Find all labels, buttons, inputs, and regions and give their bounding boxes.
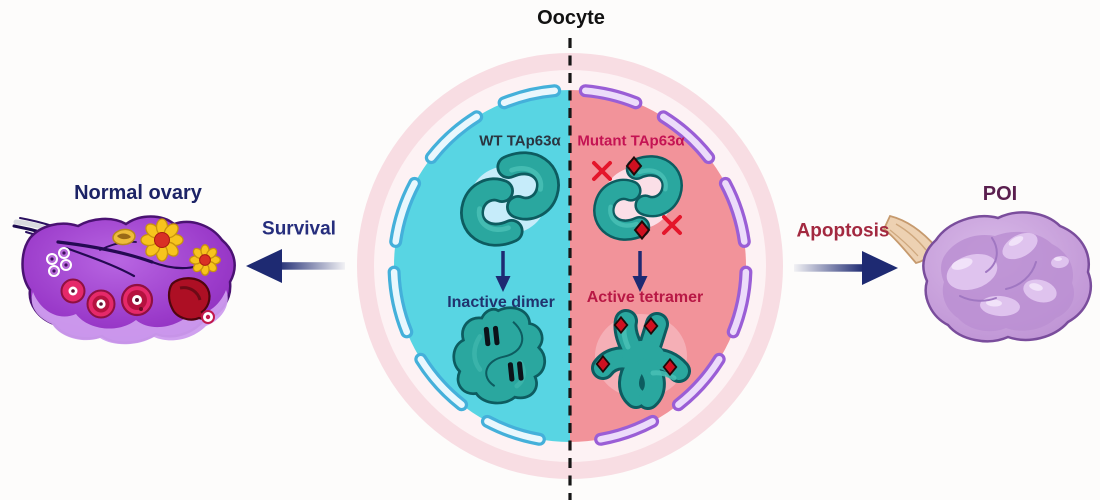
mutation-x-icon [592, 161, 612, 181]
down-arrow-icon [632, 251, 648, 292]
primordial-follicles [46, 247, 72, 277]
wt-protein-label: WT TAp63α [479, 132, 561, 150]
normal-ovary-illustration [12, 215, 236, 345]
oocyte-title: Oocyte [537, 7, 605, 29]
degenerating-follicle-yellow [112, 228, 136, 246]
corpus-luteum-small [189, 244, 221, 276]
corpus-luteum-large [140, 218, 184, 262]
apoptosis-label: Apoptosis [796, 220, 890, 242]
survival-arrow-icon [246, 249, 345, 283]
down-arrow-icon [495, 251, 511, 292]
ovulating-follicle [167, 277, 215, 324]
membrane-segment-purple [578, 84, 753, 446]
poi-ovary-illustration [882, 211, 1093, 343]
poi-label: POI [982, 183, 1018, 205]
growing-follicles [60, 278, 154, 319]
mutation-x-icon [662, 215, 682, 235]
active-tetramer-illustration [591, 309, 691, 410]
mutant-dimer-illustration [592, 158, 682, 239]
apoptosis-arrow-icon [794, 251, 898, 285]
mutant-protein-label: Mutant TAp63α [577, 132, 685, 150]
normal-ovary-label: Normal ovary [74, 182, 202, 204]
active-tetramer-label: Active tetramer [586, 289, 704, 306]
inhibition-bars-icon [483, 325, 524, 382]
atretic-follicle-highlights [951, 236, 1062, 307]
survival-label: Survival [262, 218, 336, 240]
inactive-dimer-illustration [452, 306, 546, 405]
membrane-segment-cyan [387, 84, 562, 446]
inactive-dimer-label: Inactive dimer [447, 294, 555, 311]
